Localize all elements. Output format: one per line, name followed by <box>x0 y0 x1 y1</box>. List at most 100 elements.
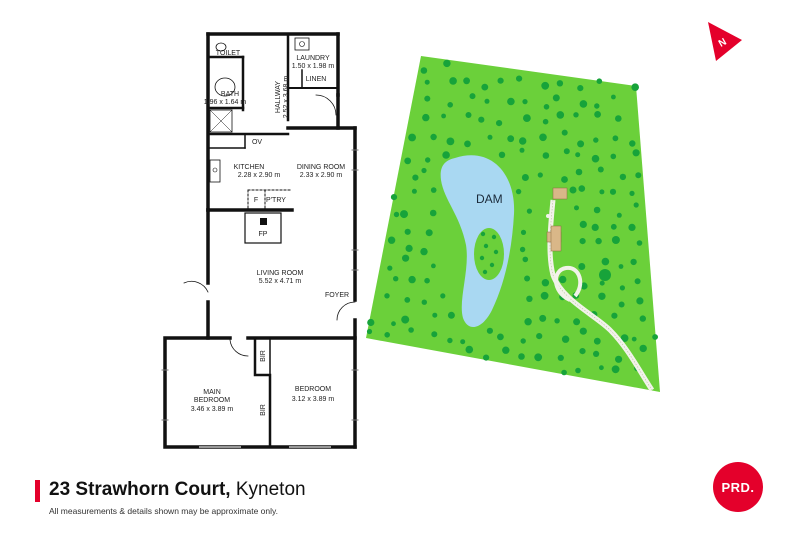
floor-plan <box>161 32 359 449</box>
tree-dot <box>518 353 525 360</box>
tree-dot <box>442 151 450 159</box>
tree-dot <box>497 77 504 84</box>
tree-dot <box>579 100 588 108</box>
tree-dot <box>522 99 528 105</box>
tree-dot <box>387 265 393 271</box>
tree-dot <box>486 327 493 334</box>
tree-dot <box>526 295 533 302</box>
tree-dot <box>411 188 417 194</box>
tree-dot <box>611 94 616 100</box>
tree-dot <box>540 291 549 300</box>
tree-dot <box>519 137 527 145</box>
oven-label: OV <box>252 139 262 146</box>
tree-dot <box>541 279 550 287</box>
tree-dot <box>574 205 579 211</box>
tree-dot <box>578 185 586 192</box>
tree-dot <box>619 285 626 291</box>
tree-dot <box>543 104 550 110</box>
tree-dot <box>559 275 567 284</box>
address-street: 23 Strawhorn Court, <box>49 479 231 500</box>
tree-dot <box>554 318 560 324</box>
tree-dot <box>443 59 451 68</box>
tree-dot <box>561 369 567 376</box>
tree-dot <box>447 311 455 319</box>
fridge-label: F <box>254 197 258 204</box>
tree-dot <box>402 254 410 262</box>
tree-dot <box>593 350 600 357</box>
tree-dot <box>515 188 522 195</box>
tree-dot <box>420 67 428 74</box>
tree-dot <box>561 129 568 136</box>
tree-dot <box>425 157 431 163</box>
tree-dot <box>599 189 605 195</box>
fireplace-label: FP <box>259 231 268 238</box>
toilet-label: TOILET <box>216 50 241 57</box>
tree-dot <box>404 297 411 303</box>
tree-dot <box>465 112 472 118</box>
tree-dot <box>432 312 438 318</box>
tree-dot <box>498 151 506 158</box>
tree-dot <box>630 258 637 266</box>
tree-dot <box>542 118 549 125</box>
tree-dot <box>430 133 437 141</box>
tree-dot <box>497 333 504 341</box>
bath-label: BATH <box>221 91 239 98</box>
tree-dot <box>484 98 490 104</box>
tree-dot <box>610 223 617 230</box>
bedroom-label: BEDROOM <box>295 386 331 393</box>
tree-dot <box>593 337 601 345</box>
tree-dot <box>561 335 570 343</box>
tree-dot <box>539 133 547 142</box>
tree-dot <box>611 236 620 244</box>
tree-dot <box>575 168 583 176</box>
north-arrow-icon: N <box>708 22 742 61</box>
property-address: 23 Strawhorn Court, Kyneton <box>49 479 306 501</box>
tree-dot <box>593 137 599 143</box>
tree-dot <box>595 237 602 245</box>
tree-dot <box>393 276 399 282</box>
tree-dot <box>636 297 644 305</box>
tree-dot <box>446 137 455 146</box>
tree-dot <box>520 229 527 235</box>
tree-dot <box>596 78 603 84</box>
tree-dot <box>393 211 400 218</box>
tree-dot <box>440 293 446 299</box>
tree-dot <box>573 318 581 326</box>
tree-dot <box>556 111 565 119</box>
foyer-label: FOYER <box>325 292 349 299</box>
kitchen-label: KITCHEN <box>234 164 265 171</box>
tree-dot <box>422 113 430 122</box>
tree-dot <box>521 174 529 181</box>
main-bedroom-dims: 3.46 x 3.89 m <box>191 406 234 413</box>
tree-dot <box>507 135 515 143</box>
laundry-dims: 1.50 x 1.98 m <box>292 63 335 70</box>
tree-dot <box>404 157 412 165</box>
tree-dot <box>609 188 617 195</box>
tree-dot <box>421 167 427 174</box>
tree-dots <box>366 59 658 376</box>
tree-dot <box>420 247 428 256</box>
pantry-label: P'TRY <box>266 197 286 204</box>
tree-dot <box>408 133 416 142</box>
site-plan: DAM <box>366 56 660 392</box>
tree-dot <box>628 223 636 231</box>
tree-dot <box>424 95 431 102</box>
living-label: LIVING ROOM <box>257 270 304 277</box>
tree-dot <box>424 277 430 284</box>
tree-dot <box>367 318 375 327</box>
tree-dot <box>579 327 587 335</box>
tree-dot <box>601 257 610 266</box>
tree-dot <box>594 103 600 109</box>
address-accent-bar <box>35 480 40 502</box>
tree-dot <box>618 264 624 269</box>
tree-dot <box>431 263 436 269</box>
tree-dot <box>524 318 532 326</box>
tree-dot <box>552 94 560 102</box>
tree-dot <box>469 93 476 100</box>
address-suburb: Kyneton <box>235 479 306 500</box>
tree-dot <box>599 269 611 281</box>
tree-dot <box>639 344 647 353</box>
tree-dot <box>384 293 390 299</box>
tree-dot <box>610 153 617 160</box>
tree-dot <box>619 173 627 181</box>
